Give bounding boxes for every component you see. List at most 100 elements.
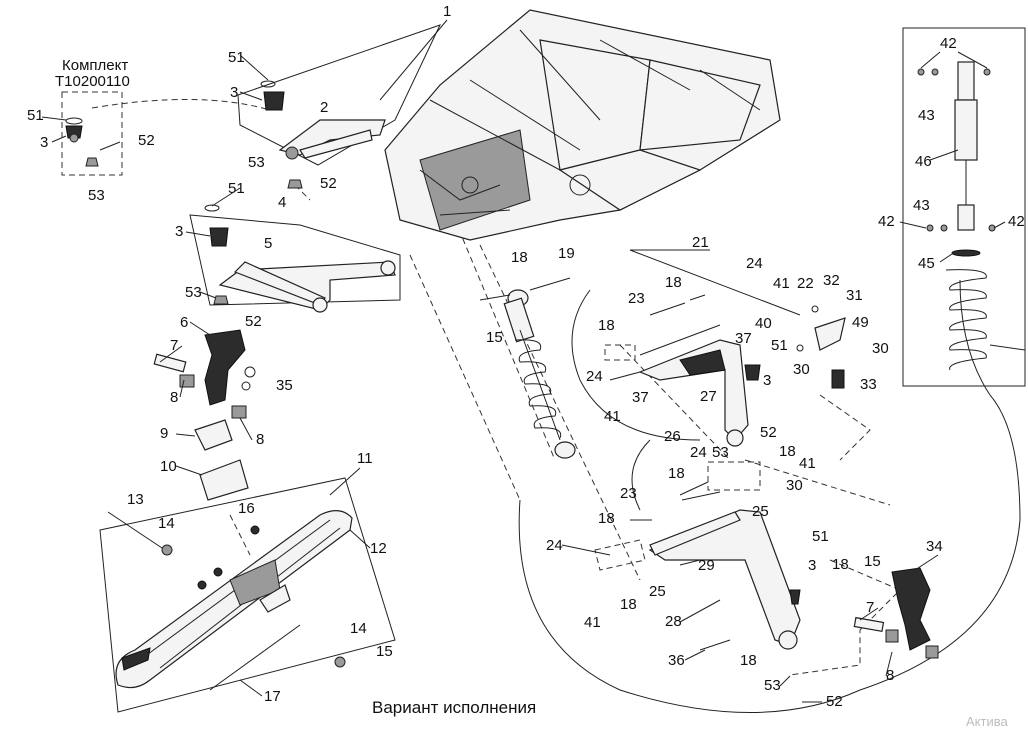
upper-a-arm <box>260 80 386 189</box>
callout: 1 <box>443 3 451 20</box>
shock-absorber <box>479 277 576 459</box>
watermark: Актива <box>966 714 1008 729</box>
callout: 51 <box>771 337 788 354</box>
callout: 24 <box>690 444 707 461</box>
callout: 14 <box>350 620 367 637</box>
callout: 8 <box>170 389 178 406</box>
shock-spring-frame <box>902 27 1026 387</box>
variant-curve-outline <box>518 279 1021 713</box>
spindle-variant <box>853 567 939 659</box>
callout: 18 <box>598 510 615 527</box>
callout: 14 <box>158 515 175 532</box>
callout: 33 <box>860 376 877 393</box>
callout: 3 <box>230 84 238 101</box>
callout: 37 <box>632 389 649 406</box>
callout: 24 <box>586 368 603 385</box>
kit-title: Комплект <box>62 57 128 74</box>
callout: 24 <box>546 537 563 554</box>
callout: 19 <box>558 245 575 262</box>
callout: 5 <box>264 235 272 252</box>
callout: 53 <box>88 187 105 204</box>
callout: 29 <box>698 557 715 574</box>
callout: 18 <box>511 249 528 266</box>
callout: 9 <box>160 425 168 442</box>
callout: 53 <box>185 284 202 301</box>
callout: 15 <box>486 329 503 346</box>
callout: 42 <box>940 35 957 52</box>
callout: 41 <box>799 455 816 472</box>
callout: 53 <box>712 444 729 461</box>
callout: 53 <box>764 677 781 694</box>
callout: 4 <box>278 194 286 211</box>
callout: 31 <box>846 287 863 304</box>
shock-spring-detail <box>917 61 1026 371</box>
callout: 11 <box>357 450 373 467</box>
callout: 46 <box>915 153 932 170</box>
callout: 52 <box>245 313 262 330</box>
callout: 8 <box>886 667 894 684</box>
callout: 18 <box>740 652 757 669</box>
callout: 49 <box>852 314 869 331</box>
callout: 6 <box>180 314 188 331</box>
callout: 35 <box>276 377 293 394</box>
callout: 53 <box>248 154 265 171</box>
callout: 17 <box>264 688 281 705</box>
callout: 42 <box>878 213 895 230</box>
callout: 36 <box>668 652 685 669</box>
kit-parts <box>65 117 121 167</box>
snowmobile-chassis <box>384 9 781 241</box>
callout: 7 <box>170 337 178 354</box>
callout: 26 <box>664 428 681 445</box>
coil-spring-left <box>514 339 562 439</box>
callout: 8 <box>256 431 264 448</box>
ski-frame <box>99 477 396 713</box>
callout: 51 <box>27 107 44 124</box>
callout: 37 <box>735 330 752 347</box>
callout: 51 <box>228 49 245 66</box>
callout: 18 <box>620 596 637 613</box>
callout: 18 <box>668 465 685 482</box>
callout: 52 <box>138 132 155 149</box>
front-lower-a-arm <box>630 491 801 651</box>
callout: 34 <box>926 538 943 555</box>
callout: 13 <box>127 491 144 508</box>
callout: 41 <box>604 408 621 425</box>
callout: 15 <box>376 643 393 660</box>
callout: 52 <box>826 693 843 710</box>
front-upper-a-arm <box>609 294 761 447</box>
spindle-assembly <box>153 329 256 501</box>
callout: 30 <box>793 361 810 378</box>
callout: 3 <box>40 134 48 151</box>
callout: 30 <box>786 477 803 494</box>
callout: 52 <box>320 175 337 192</box>
callout: 18 <box>598 317 615 334</box>
callout: 41 <box>773 275 790 292</box>
lower-arm-detail-frame <box>189 214 401 306</box>
steering-link <box>629 249 846 389</box>
lower-a-arm <box>204 204 396 313</box>
callout: 18 <box>779 443 796 460</box>
callout: 3 <box>808 557 816 574</box>
callout: 21 <box>692 234 709 251</box>
callout: 52 <box>760 424 777 441</box>
callout: 25 <box>752 503 769 520</box>
callout: 43 <box>918 107 935 124</box>
callout: 15 <box>864 553 881 570</box>
callout: 3 <box>175 223 183 240</box>
callout: 10 <box>160 458 177 475</box>
callout: 24 <box>746 255 763 272</box>
callout: 7 <box>866 599 874 616</box>
variant-caption: Вариант исполнения <box>372 698 536 717</box>
callout: 27 <box>700 388 717 405</box>
callout: 23 <box>620 485 637 502</box>
callout: 18 <box>665 274 682 291</box>
callout: 23 <box>628 290 645 307</box>
callout-leaders <box>41 19 1006 703</box>
callout: 2 <box>320 99 328 116</box>
ski <box>107 510 353 691</box>
callout: 12 <box>370 540 387 557</box>
callout: 32 <box>823 272 840 289</box>
callout: 41 <box>584 614 601 631</box>
callout-labels: Комплект T10200110 1 51 3 2 51 3 52 53 5… <box>27 3 1025 729</box>
callout: 25 <box>649 583 666 600</box>
